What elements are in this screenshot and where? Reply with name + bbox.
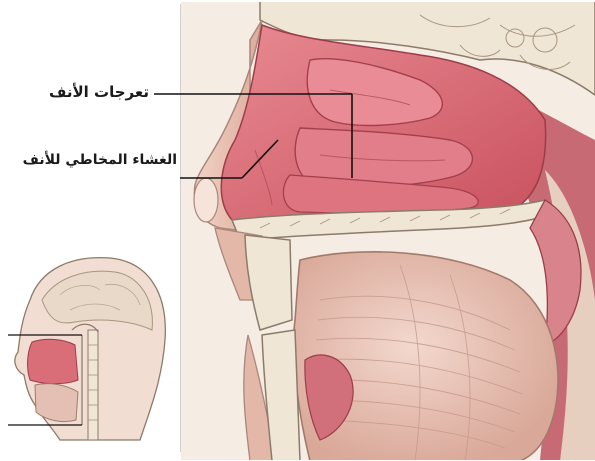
inset-spine — [88, 330, 98, 440]
nostril — [194, 178, 218, 222]
label-nasal-mucosa: الغشاء المخاطي للأنف — [23, 152, 177, 168]
inset-tongue — [35, 384, 78, 422]
inset-head-diagram — [8, 258, 165, 440]
main-sagittal-section — [181, 0, 595, 461]
label-nasal-turbinates: تعرجات الأنف — [49, 83, 149, 101]
inset-nasal-cavity — [28, 339, 78, 383]
